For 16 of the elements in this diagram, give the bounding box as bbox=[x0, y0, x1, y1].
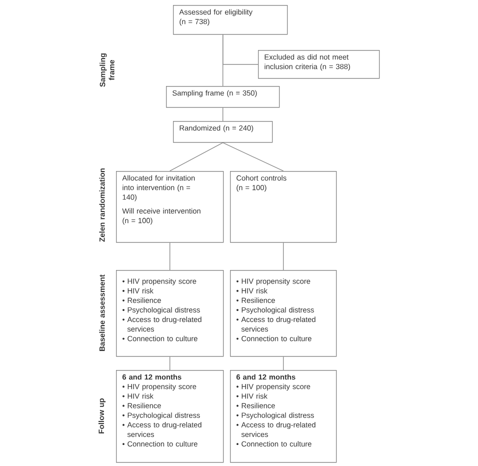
flow-box bbox=[230, 171, 337, 243]
flow-box bbox=[116, 270, 224, 357]
connector-line bbox=[222, 107, 224, 122]
flow-box bbox=[230, 270, 337, 357]
connector-line bbox=[170, 142, 224, 172]
connector-line bbox=[222, 34, 258, 65]
flow-box bbox=[116, 370, 224, 463]
flow-box bbox=[166, 86, 280, 108]
connector-line bbox=[283, 356, 284, 370]
connector-line bbox=[283, 242, 284, 270]
connector-line bbox=[222, 142, 284, 172]
flow-box bbox=[230, 370, 337, 463]
flow-box bbox=[258, 50, 380, 79]
flow-box bbox=[173, 5, 288, 35]
flow-box bbox=[173, 121, 273, 143]
flow-box bbox=[116, 171, 224, 243]
